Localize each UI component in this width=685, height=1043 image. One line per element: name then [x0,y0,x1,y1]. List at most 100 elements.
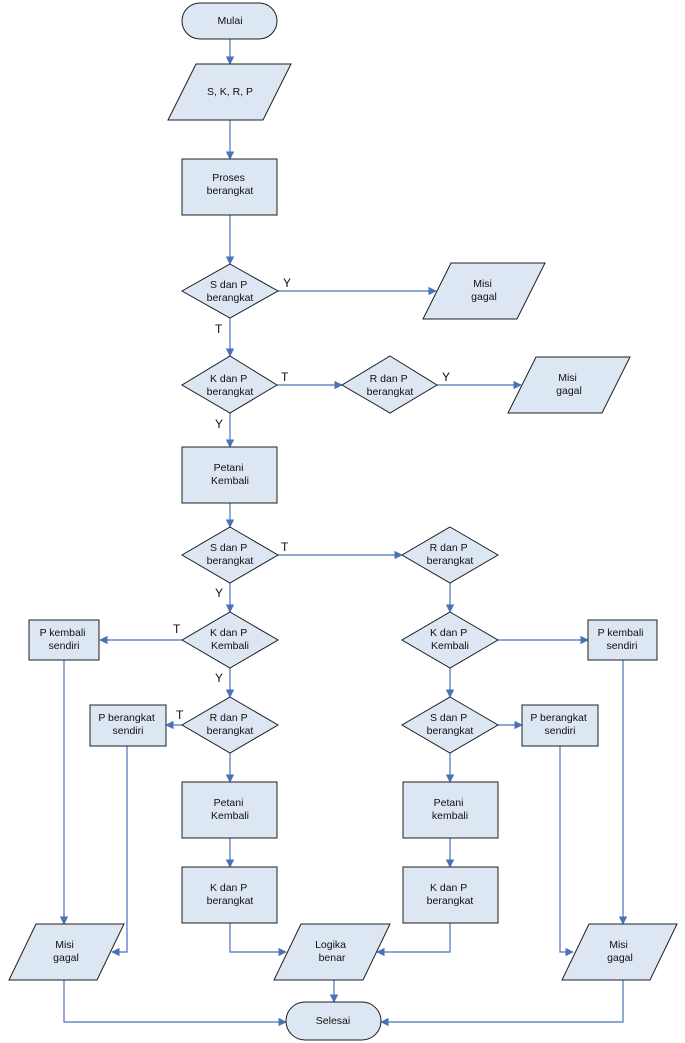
pb-right-line-1: P berangkat [530,712,587,724]
input-shape [167,63,292,121]
d8-label: R dan P berangkat [207,712,254,737]
pk-right-line-2: sendiri [607,640,638,652]
edge-pbleft-outleft [111,746,128,957]
pb-left-box [89,704,167,747]
d1-line-1: S dan P [210,279,247,291]
proses-line-2: berangkat [207,185,254,197]
d9-diamond [401,696,499,754]
d3-label: R dan P berangkat [367,373,414,398]
out-left-line-2: gagal [53,952,79,964]
petani2-line-2: Kembali [211,810,249,822]
pb-right-label: P berangkat sendiri [530,712,589,737]
end-terminator [285,1001,382,1041]
petani1-line-2: Kembali [211,475,249,487]
edge-kpleft-logika [229,923,287,957]
out-left-line-1: Misi [55,939,74,951]
out2-shape [507,356,631,414]
petani3-box [402,781,499,839]
edge-kpright-logika [376,923,451,957]
edge-label-d3-yes: Y [442,370,450,384]
input-line-1: S, K, R, P [207,86,253,98]
out1-shape [422,262,546,320]
pb-left-line-2: sendiri [113,725,144,737]
petani2-box [181,781,278,839]
d2-diamond [181,355,278,414]
nodes [8,2,678,1041]
out1-line-2: gagal [471,291,497,303]
kp-left-line-2: berangkat [207,895,254,907]
edge-label-d2-no: T [281,370,289,384]
pk-right-box [587,619,658,661]
d4-label: S dan P berangkat [207,542,254,567]
logika-shape [273,923,391,981]
edge-label-d8-no: T [176,708,184,722]
d5-line-1: R dan P [430,542,468,554]
pb-right-line-2: sendiri [545,725,576,737]
edge-pbright-outright [559,746,574,957]
pb-right-box [521,704,599,747]
proses-label: Proses berangkat [207,172,254,197]
pb-left-label: P berangkat sendiri [98,712,157,737]
edge-outright-end [380,980,624,1027]
d5-label: R dan P berangkat [427,542,474,567]
out-left-label: Misi gagal [53,939,79,964]
out2-line-1: Misi [558,372,577,384]
d9-line-2: berangkat [427,725,474,737]
d6-line-1: K dan P [210,627,247,639]
edge-label-d1-yes: Y [283,276,291,290]
d3-diamond [341,355,438,414]
petani1-line-1: Petani [214,462,244,474]
logika-label: Logika benar [315,939,349,964]
out-right-label: Misi gagal [607,939,633,964]
kp-right-box [402,866,499,924]
d9-line-1: S dan P [430,712,467,724]
out2-line-2: gagal [556,385,582,397]
petani3-label: Petani kembali [432,797,468,822]
proses-box [181,158,278,216]
d7-line-2: Kembali [431,640,469,652]
edge-label-d4-no: T [281,540,289,554]
pk-left-line-1: P kembali [40,627,86,639]
petani3-line-2: kembali [432,810,468,822]
out2-label: Misi gagal [556,372,582,397]
d4-line-1: S dan P [210,542,247,554]
d9-label: S dan P berangkat [427,712,474,737]
d8-diamond [181,696,279,754]
connectors [59,39,628,1027]
pk-left-line-2: sendiri [49,640,80,652]
logika-line-1: Logika [315,939,346,951]
out-right-line-1: Misi [609,939,628,951]
kp-left-line-1: K dan P [210,882,247,894]
kp-right-label: K dan P berangkat [427,882,474,907]
petani2-label: Petani Kembali [211,797,249,822]
d1-label: S dan P berangkat [207,279,254,304]
pk-left-box [28,619,100,661]
petani1-box [181,446,278,504]
start-terminator [181,2,278,40]
pb-left-line-1: P berangkat [98,712,155,724]
start-label: Mulai [217,15,242,27]
d5-line-2: berangkat [427,555,474,567]
out1-line-1: Misi [473,278,492,290]
kp-right-line-1: K dan P [430,882,467,894]
edge-label-d4-yes: Y [215,586,223,600]
proses-line-1: Proses [212,172,245,184]
petani1-label: Petani Kembali [211,462,249,487]
out-right-shape [561,923,678,981]
edge-label-d6-yes: Y [215,671,223,685]
node-text: Mulai S, K, R, P Proses berangkat S dan … [40,15,647,1027]
kp-right-line-2: berangkat [427,895,474,907]
pk-right-label: P kembali sendiri [598,627,647,652]
edge-label-d1-no: T [215,322,223,336]
edge-labels: Y T T Y Y T Y T Y T [173,276,450,722]
d3-line-2: berangkat [367,386,414,398]
start-line-1: Mulai [217,15,242,27]
input-label: S, K, R, P [207,86,253,98]
pk-right-line-1: P kembali [598,627,644,639]
d6-diamond [181,611,279,669]
petani2-line-1: Petani [214,797,244,809]
edge-outleft-end [63,980,287,1027]
d7-diamond [401,611,499,669]
d3-line-1: R dan P [370,373,408,385]
